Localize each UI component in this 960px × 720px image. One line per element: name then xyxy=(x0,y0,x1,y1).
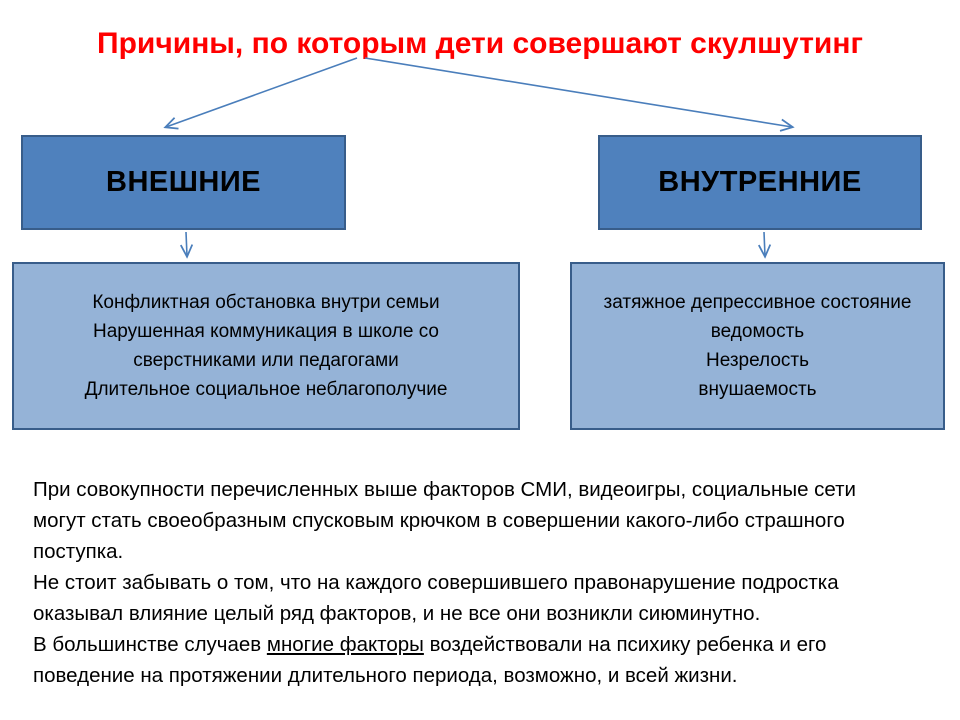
list-item: затяжное депрессивное состояние xyxy=(603,292,912,313)
box-external-header-label: ВНЕШНИЕ xyxy=(106,166,261,198)
paragraph-line: При совокупности перечисленных выше факт… xyxy=(33,478,856,501)
box-internal-header-label: ВНУТРЕННИЕ xyxy=(658,166,862,198)
box-external-header[interactable]: ВНЕШНИЕ xyxy=(21,135,346,230)
paragraph-text-before: В большинстве случаев xyxy=(33,633,267,656)
paragraph-line: поведение на протяжении длительного пери… xyxy=(33,664,738,687)
emphasized-phrase: многие факторы xyxy=(266,633,424,656)
arrow-title-to-external xyxy=(166,57,358,127)
box-internal-header[interactable]: ВНУТРЕННИЕ xyxy=(598,135,922,230)
paragraph-line: поступка. xyxy=(33,540,124,563)
page-title: Причины, по которым дети совершают скулш… xyxy=(97,27,863,60)
arrow-internal-to-list xyxy=(764,231,765,256)
list-item: Длительное социальное неблагополучие xyxy=(84,379,448,400)
arrow-title-to-internal xyxy=(364,57,792,127)
internal-item-list: затяжное депрессивное состояние ведомост… xyxy=(580,288,935,404)
body-paragraph: При совокупности перечисленных выше факт… xyxy=(33,474,931,691)
list-item: Нарушенная коммуникация в школе со xyxy=(93,321,439,342)
list-item: внушаемость xyxy=(698,379,817,400)
list-item: Конфликтная обстановка внутри семьи xyxy=(92,292,440,313)
list-item: Незрелость xyxy=(705,350,810,371)
arrow-external-to-list xyxy=(186,231,187,256)
list-item: сверстниками или педагогами xyxy=(133,350,399,371)
external-item-list: Конфликтная обстановка внутри семьи Нару… xyxy=(22,288,510,404)
list-item: ведомость xyxy=(710,321,805,342)
paragraph-line: Не стоит забывать о том, что на каждого … xyxy=(33,571,839,594)
paragraph-line: могут стать своеобразным спусковым крючк… xyxy=(33,509,845,532)
box-internal-items[interactable]: затяжное депрессивное состояние ведомост… xyxy=(570,262,945,430)
paragraph-line-with-emphasis: В большинстве случаев многие факторы воз… xyxy=(33,629,931,660)
box-external-items[interactable]: Конфликтная обстановка внутри семьи Нару… xyxy=(12,262,520,430)
paragraph-text-after: воздействовали на психику ребенка и его xyxy=(423,633,827,656)
paragraph-line: оказывал влияние целый ряд факторов, и н… xyxy=(33,602,761,625)
